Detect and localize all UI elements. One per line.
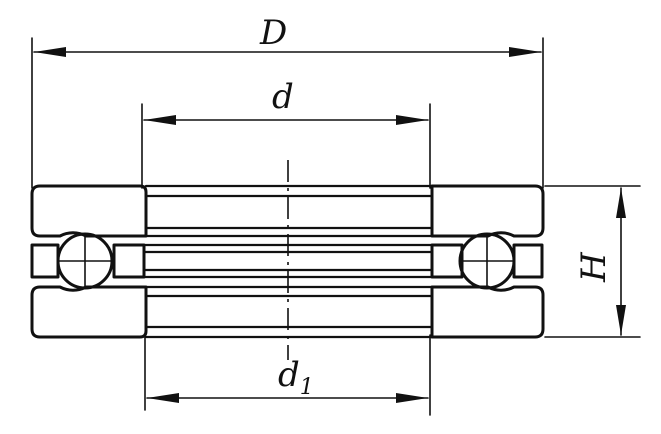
ball-right (458, 232, 516, 290)
extension-lines (31, 37, 641, 416)
label-D: D (259, 13, 287, 53)
ball-left (56, 232, 114, 290)
housing-washer (30, 285, 545, 339)
dimension-D (33, 47, 542, 57)
label-d1: d1 (278, 355, 314, 400)
dimension-d (143, 115, 429, 125)
shaft-washer (30, 184, 545, 238)
label-d: d (272, 77, 294, 117)
dimension-d1 (146, 393, 429, 403)
dimension-H (616, 187, 626, 336)
label-H: H (574, 251, 614, 283)
